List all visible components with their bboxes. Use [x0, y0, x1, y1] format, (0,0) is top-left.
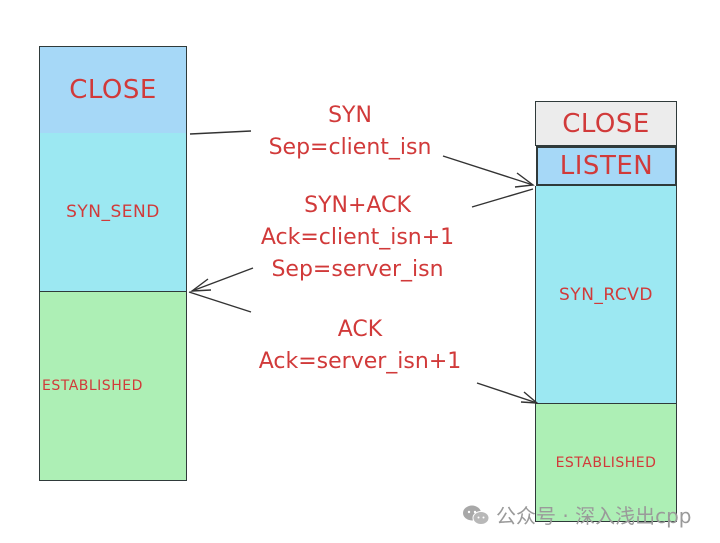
- arrow-syn: [189, 130, 535, 188]
- client-state-close: CLOSE: [39, 46, 187, 134]
- message-syn: SYN Sep=client_isn: [240, 100, 460, 164]
- server-state-established: ESTABLISHED: [535, 403, 677, 522]
- state-label: CLOSE: [69, 75, 157, 105]
- message-syn-ack: SYN+ACK Ack=client_isn+1 Sep=server_isn: [240, 190, 475, 286]
- state-label: LISTEN: [559, 151, 654, 181]
- message-line: SYN+ACK: [304, 193, 411, 218]
- state-label: SYN_SEND: [66, 202, 160, 222]
- wechat-icon: [463, 505, 490, 525]
- state-label: CLOSE: [562, 108, 650, 139]
- message-line: Sep=client_isn: [268, 135, 432, 160]
- state-label: SYN_RCVD: [559, 284, 653, 305]
- state-label: ESTABLISHED: [42, 378, 143, 394]
- server-state-listen: LISTEN: [536, 146, 677, 186]
- message-line: ACK: [337, 317, 383, 342]
- server-state-close: CLOSE: [535, 101, 677, 146]
- client-state-syn-send: SYN_SEND: [39, 133, 187, 292]
- client-state-established: ESTABLISHED: [39, 291, 187, 481]
- message-line: Ack=client_isn+1: [260, 225, 455, 250]
- message-line: SYN: [328, 103, 372, 128]
- watermark-text: 公众号 · 深入浅出cpp: [496, 504, 692, 528]
- arrow-syn-ack: [189, 188, 534, 292]
- watermark: 公众号 · 深入浅出cpp: [462, 500, 691, 529]
- message-ack: ACK Ack=server_isn+1: [240, 314, 480, 378]
- message-line: Sep=server_isn: [271, 257, 444, 282]
- message-line: Ack=server_isn+1: [258, 349, 462, 374]
- state-label: ESTABLISHED: [555, 454, 657, 471]
- arrow-ack: [188, 291, 540, 404]
- server-state-syn-rcvd: SYN_RCVD: [535, 186, 677, 404]
